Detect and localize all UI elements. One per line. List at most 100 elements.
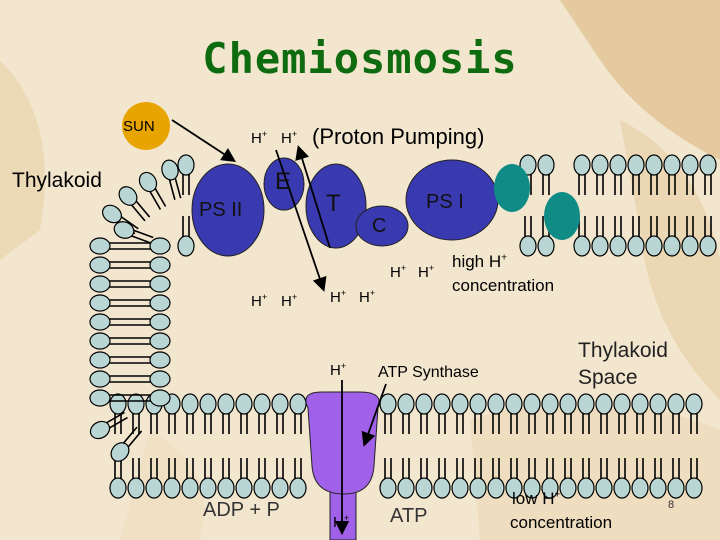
membrane-curve-left <box>86 157 187 466</box>
proton-arrow-up <box>295 145 331 249</box>
phospholipid <box>487 457 505 499</box>
phospholipid <box>89 351 131 369</box>
h-plus-top-2: H+ <box>281 129 298 147</box>
h-plus-atp-top: H+ <box>330 361 347 379</box>
h-plus-center-2: H+ <box>359 288 376 306</box>
phospholipid <box>591 215 609 257</box>
sun-label: SUN <box>123 118 155 135</box>
phospholipid <box>685 393 703 435</box>
phospholipid <box>663 215 681 257</box>
teal-protein-1 <box>494 164 530 212</box>
phospholipid <box>631 457 649 499</box>
phospholipid <box>379 393 397 435</box>
c-label: C <box>372 215 387 237</box>
phospholipid <box>645 215 663 257</box>
phospholipid <box>253 457 271 499</box>
phospholipid <box>181 457 199 499</box>
adp-p-label: ADP + P <box>203 499 280 521</box>
ps1-label: PS I <box>426 191 464 213</box>
phospholipid <box>505 393 523 435</box>
c-protein <box>355 205 409 247</box>
phospholipid <box>415 457 433 499</box>
phospholipid <box>519 215 537 257</box>
phospholipid <box>217 457 235 499</box>
teal-protein-2 <box>544 192 580 240</box>
atp-label: ATP <box>390 505 428 527</box>
phospholipid <box>129 275 171 293</box>
phospholipid <box>487 393 505 435</box>
atp-synthase-label-arrow <box>361 383 387 447</box>
phospholipid <box>289 393 307 435</box>
phospholipid <box>469 393 487 435</box>
phospholipid <box>627 154 645 196</box>
membrane-bottom-outer-layer <box>109 457 703 499</box>
phospholipid <box>649 457 667 499</box>
phospholipid <box>573 154 591 196</box>
phospholipid <box>523 393 541 435</box>
phospholipid <box>89 275 131 293</box>
phospholipid <box>127 457 145 499</box>
h-plus-left-1: H+ <box>251 292 268 310</box>
sun-shape <box>122 102 170 150</box>
phospholipid <box>631 393 649 435</box>
phospholipid <box>627 215 645 257</box>
phospholipid <box>129 313 171 331</box>
phospholipid <box>129 237 171 255</box>
phospholipid <box>177 154 195 196</box>
phospholipid <box>645 154 663 196</box>
phospholipid <box>89 313 131 331</box>
phospholipid <box>681 215 699 257</box>
phospholipid <box>663 154 681 196</box>
phospholipid <box>595 457 613 499</box>
slide-title: Chemiosmosis <box>202 34 518 83</box>
h-plus-mid-1: H+ <box>390 263 407 281</box>
phospholipid <box>181 393 199 435</box>
phospholipid <box>699 215 717 257</box>
phospholipid <box>217 393 235 435</box>
phospholipid <box>129 256 171 274</box>
phospholipid <box>609 154 627 196</box>
phospholipid <box>613 457 631 499</box>
phospholipid <box>451 457 469 499</box>
phospholipid <box>89 294 131 312</box>
phospholipid <box>699 154 717 196</box>
phospholipid <box>129 332 171 350</box>
high-h-concentration-label: concentration <box>452 276 555 295</box>
phospholipid <box>685 457 703 499</box>
phospholipid <box>577 457 595 499</box>
phospholipid <box>667 393 685 435</box>
phospholipid <box>415 393 433 435</box>
phospholipid <box>469 457 487 499</box>
phospholipid <box>433 457 451 499</box>
phospholipid <box>541 393 559 435</box>
phospholipid <box>89 332 131 350</box>
phospholipid <box>86 407 131 443</box>
proton-arrow-down <box>275 149 327 292</box>
phospholipid <box>271 457 289 499</box>
phospholipid <box>609 215 627 257</box>
thylakoid-label: Thylakoid <box>12 169 102 192</box>
phospholipid <box>667 457 685 499</box>
phospholipid <box>129 370 171 388</box>
phospholipid <box>235 393 253 435</box>
e-label: E <box>275 168 292 195</box>
thylakoid-space-label-2: Space <box>578 366 638 389</box>
phospholipid <box>89 370 131 388</box>
phospholipid <box>681 154 699 196</box>
low-h-label: low H+ <box>512 489 561 508</box>
phospholipid <box>235 457 253 499</box>
phospholipid <box>397 393 415 435</box>
phospholipid <box>129 351 171 369</box>
atp-synthase-label: ATP Synthase <box>378 364 479 381</box>
phospholipid <box>559 457 577 499</box>
phospholipid <box>253 393 271 435</box>
phospholipid <box>129 294 171 312</box>
phospholipid <box>451 393 469 435</box>
phospholipid <box>271 393 289 435</box>
phospholipid <box>379 457 397 499</box>
phospholipid <box>145 457 163 499</box>
phospholipid <box>577 393 595 435</box>
phospholipid <box>199 457 217 499</box>
phospholipid <box>89 256 131 274</box>
